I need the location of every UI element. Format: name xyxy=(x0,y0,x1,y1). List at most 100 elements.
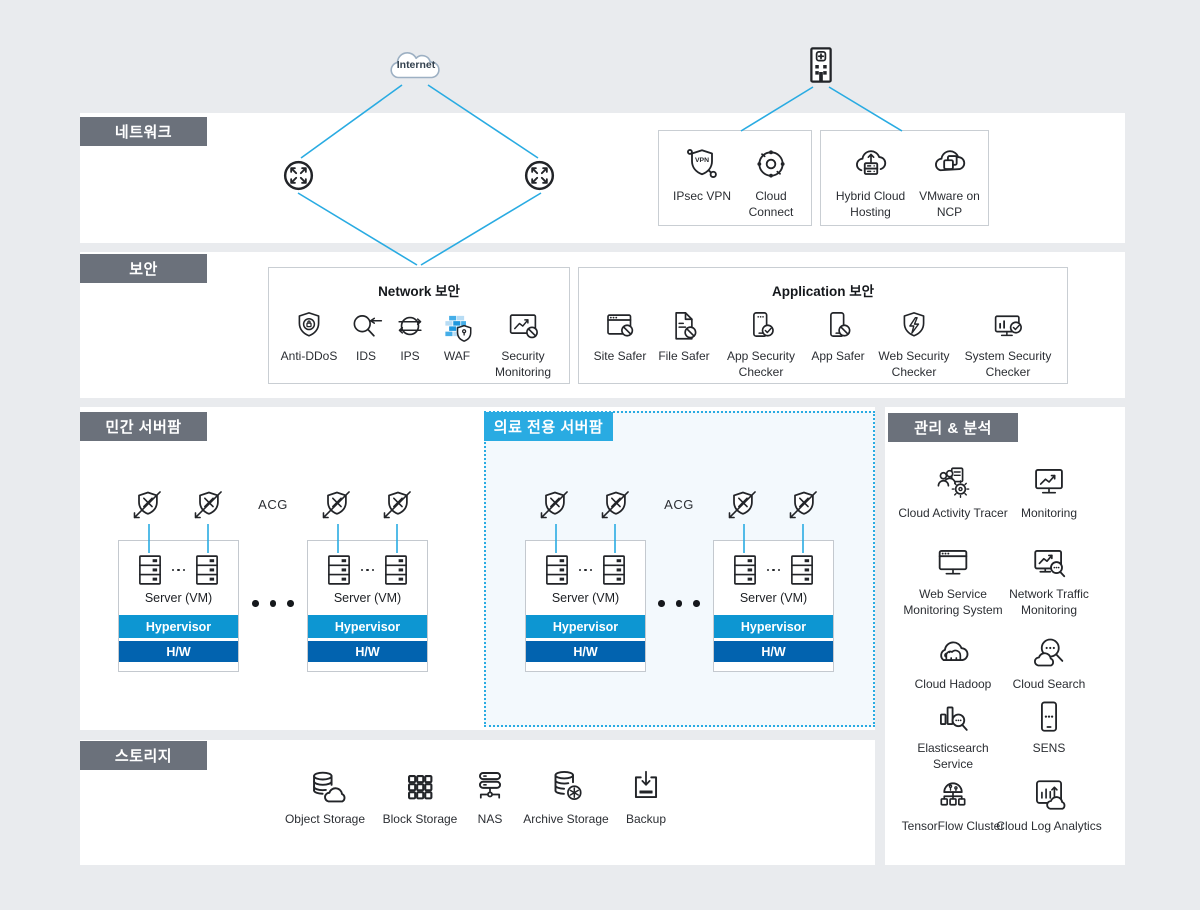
service-cloud-activity-tracer: Cloud Activity Tracer xyxy=(898,462,1008,543)
monitoring-icon xyxy=(1029,462,1069,502)
archive-storage-icon xyxy=(545,766,587,808)
network-traffic-monitoring-icon xyxy=(1029,543,1069,583)
site-safer-icon xyxy=(602,308,638,344)
acg-shield-icon xyxy=(535,486,573,524)
server-rack-icon xyxy=(596,552,632,588)
web-service-monitoring-icon xyxy=(933,543,973,583)
acg-shield-icon xyxy=(784,486,822,524)
app-safer-icon xyxy=(820,308,856,344)
section-label-private-farm: 민간 서버팜 xyxy=(80,412,207,441)
router-icon xyxy=(280,157,317,194)
service-label: App Safer xyxy=(811,349,865,363)
ellipsis-dots xyxy=(766,568,781,572)
server-rack-icon xyxy=(539,552,575,588)
service-label: Cloud Search xyxy=(1012,677,1086,691)
file-safer-icon xyxy=(666,308,702,344)
service-label: Hybrid Cloud Hosting xyxy=(835,189,906,219)
object-storage-icon xyxy=(304,766,346,808)
service-label: NAS xyxy=(477,812,503,826)
section-label-security: 보안 xyxy=(80,254,207,283)
hypervisor-bar: Hypervisor xyxy=(308,615,427,638)
service-waf: WAF xyxy=(438,308,476,365)
application-security-title: Application 보안 xyxy=(771,284,875,299)
hypervisor-bar: Hypervisor xyxy=(119,615,238,638)
service-nas: NAS xyxy=(435,766,545,826)
sens-icon xyxy=(1029,697,1069,737)
internet-label: Internet xyxy=(396,59,436,71)
storage-band xyxy=(80,740,875,865)
service-app-security-checker: App Security Checker xyxy=(719,308,803,380)
service-label: Cloud Hadoop xyxy=(914,677,992,691)
service-site-safer: Site Safer xyxy=(591,308,649,365)
service-label: Cloud Log Analytics xyxy=(996,819,1102,833)
server-vm-label: Server (VM) xyxy=(551,591,620,605)
service-label: Network Traffic Monitoring xyxy=(1009,587,1089,617)
hospital-icon xyxy=(800,44,842,86)
section-label-management: 관리 & 분석 xyxy=(888,413,1018,442)
server-rack-icon xyxy=(132,552,168,588)
service-system-security-checker: System Security Checker xyxy=(961,308,1055,380)
service-label: System Security Checker xyxy=(964,349,1052,379)
service-vmware-on-ncp: VMware on NCP xyxy=(918,144,982,220)
cluster-box: Server (VM) Hypervisor H/W xyxy=(713,540,834,672)
service-monitoring: Monitoring xyxy=(1001,462,1097,543)
cluster-box: Server (VM) Hypervisor H/W xyxy=(525,540,646,672)
server-rack-icon xyxy=(321,552,357,588)
cluster-box: Server (VM) Hypervisor H/W xyxy=(118,540,239,672)
service-label: Block Storage xyxy=(382,812,458,826)
section-label-medical-farm: 의료 전용 서버팜 xyxy=(484,412,613,441)
server-rack-icon xyxy=(727,552,763,588)
service-ipsec-vpn: IPsec VPN xyxy=(670,144,734,205)
acg-shield-icon xyxy=(189,486,227,524)
service-label: Web Service Monitoring System xyxy=(903,587,1003,617)
ellipsis-dots xyxy=(171,568,186,572)
elasticsearch-service-icon xyxy=(933,697,973,737)
hypervisor-bar: Hypervisor xyxy=(526,615,645,638)
service-label: Security Monitoring xyxy=(494,349,552,379)
service-cloud-search: Cloud Search xyxy=(1001,633,1097,697)
cloud-hadoop-icon xyxy=(933,633,973,673)
ellipsis-dots xyxy=(360,568,375,572)
service-label: Anti-DDoS xyxy=(280,349,338,363)
service-label: Web Security Checker xyxy=(878,349,950,379)
server-vm-label: Server (VM) xyxy=(739,591,808,605)
acg-label: ACG xyxy=(664,497,694,512)
backup-icon xyxy=(625,766,667,808)
vpn-connect-box: IPsec VPN Cloud Connect xyxy=(658,130,812,226)
service-label: IPsec VPN xyxy=(672,189,732,203)
service-ids: IDS xyxy=(350,308,382,365)
service-label: WAF xyxy=(443,349,471,363)
service-label: VMware on NCP xyxy=(919,189,980,219)
internet-node: Internet xyxy=(385,46,447,86)
acg-shield-icon xyxy=(317,486,355,524)
network-security-box: Network 보안 Anti-DDoS IDS IPS WAF Securit… xyxy=(268,267,570,384)
service-label: File Safer xyxy=(658,349,710,363)
service-object-storage: Object Storage xyxy=(270,766,380,826)
service-sens: SENS xyxy=(1001,697,1097,775)
hw-bar: H/W xyxy=(308,641,427,662)
management-grid: Cloud Activity Tracer Monitoring Web Ser… xyxy=(885,407,1125,835)
service-label: Backup xyxy=(625,812,667,826)
acg-shield-icon xyxy=(723,486,761,524)
service-block-storage: Block Storage xyxy=(365,766,475,826)
cloud-log-analytics-icon xyxy=(1029,775,1069,815)
service-anti-ddos: Anti-DDoS xyxy=(279,308,339,365)
ipsec-vpn-icon xyxy=(682,144,722,184)
cloud-activity-tracer-icon xyxy=(933,462,973,502)
application-security-box: Application 보안 Site Safer File Safer App… xyxy=(578,267,1068,384)
server-rack-icon xyxy=(784,552,820,588)
acg-shield-icon xyxy=(596,486,634,524)
tensorflow-cluster-icon xyxy=(933,775,973,815)
ellipsis-dots xyxy=(578,568,593,572)
hybrid-vmware-box: Hybrid Cloud Hosting VMware on NCP xyxy=(820,130,989,226)
ids-icon xyxy=(348,308,384,344)
hw-bar: H/W xyxy=(119,641,238,662)
security-monitoring-icon xyxy=(505,308,541,344)
service-cloud-hadoop: Cloud Hadoop xyxy=(905,633,1001,697)
server-vm-label: Server (VM) xyxy=(144,591,213,605)
service-backup: Backup xyxy=(591,766,701,826)
server-cluster: Server (VM) Hypervisor H/W xyxy=(118,486,239,672)
nas-icon xyxy=(469,766,511,808)
hypervisor-bar: Hypervisor xyxy=(714,615,833,638)
ips-icon xyxy=(392,308,428,344)
